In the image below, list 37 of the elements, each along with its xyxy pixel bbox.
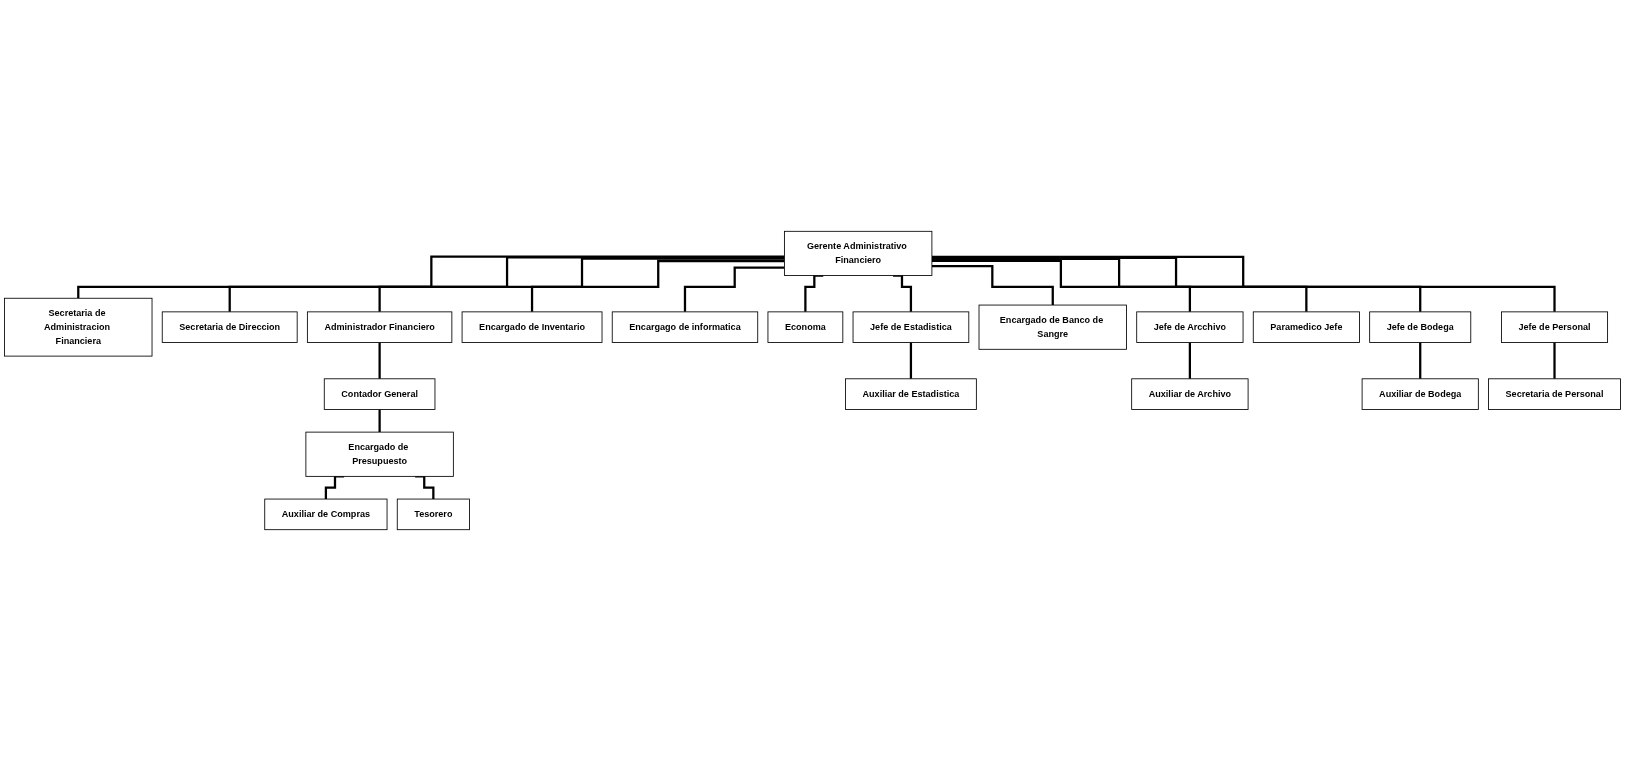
node-box: Auxiliar de Archivo <box>1131 378 1249 410</box>
connector <box>909 341 913 380</box>
node-box: Jefe de Personal <box>1501 311 1608 343</box>
node-box: Secretaria de Direccion <box>161 311 298 343</box>
node-box: Administrador Financiero <box>306 311 453 343</box>
connector <box>1553 341 1556 380</box>
connector <box>77 255 785 300</box>
node-box: Jefe de Estadistica <box>852 311 970 343</box>
connector <box>378 408 381 434</box>
connector <box>1419 341 1422 380</box>
node-box: Auxiliar de Compras <box>264 498 388 531</box>
node-box: Jefe de Arcchivo <box>1136 311 1244 343</box>
connector <box>931 257 1308 313</box>
connector <box>530 259 785 313</box>
connector <box>931 255 1556 313</box>
node-box: Gerente Administrativo Financiero <box>784 230 933 276</box>
connector <box>378 341 381 380</box>
node-box: Encargado de Banco de Sangre <box>978 304 1127 350</box>
connector <box>683 266 785 313</box>
node-box: Contador General <box>323 378 436 410</box>
node-box: Encargado de Presupuesto <box>305 431 454 477</box>
node-box: Jefe de Bodega <box>1369 311 1472 343</box>
node-box: Auxiliar de Bodega <box>1361 378 1479 410</box>
connector <box>1188 341 1191 380</box>
node-box: Paramedico Jefe <box>1252 311 1360 343</box>
connector <box>931 265 1054 307</box>
node-box: Auxiliar de Estadistica <box>845 378 977 410</box>
node-box: Economa <box>767 311 844 343</box>
connector <box>931 259 1191 313</box>
node-box: Encargado de Inventario <box>461 311 603 343</box>
connector <box>378 257 785 313</box>
node-box: Secretaria de Personal <box>1488 378 1621 410</box>
node-box: Encargago de informatica <box>611 311 759 343</box>
connector <box>931 256 1422 313</box>
connector <box>228 256 785 313</box>
node-box: Tesorero <box>396 498 470 531</box>
node-box: Secretaria de Administracion Financiera <box>4 297 153 357</box>
